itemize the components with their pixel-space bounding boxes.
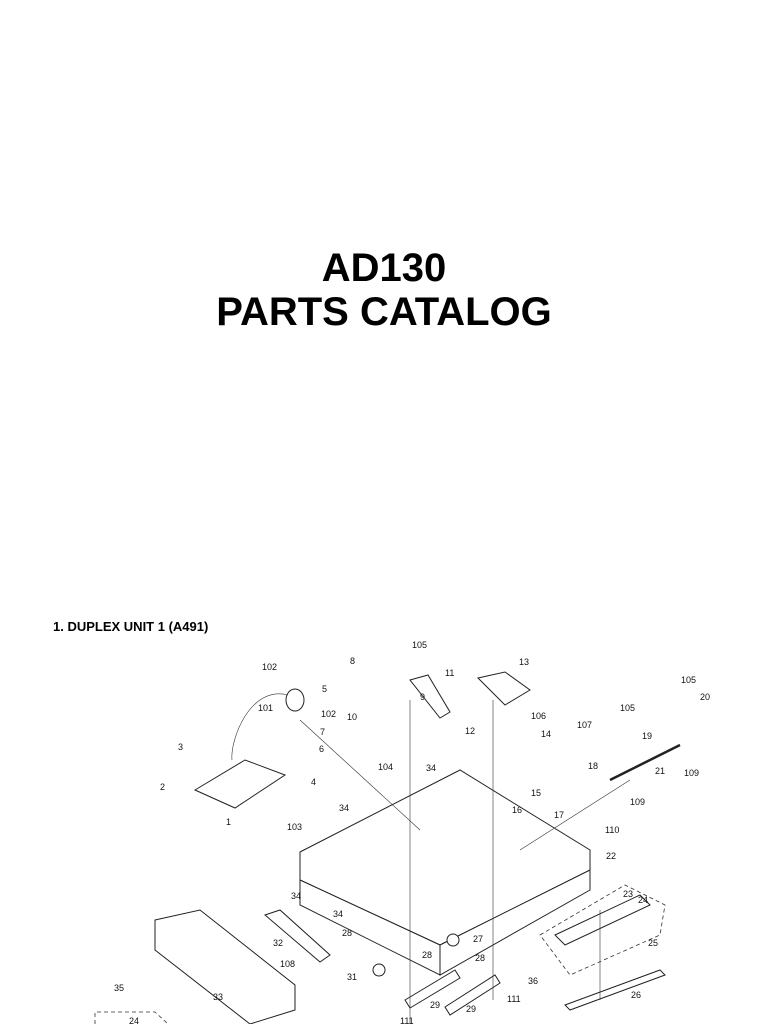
diagram-drawing bbox=[94, 671, 681, 1024]
callout-21: 21 bbox=[655, 766, 665, 776]
callout-16: 16 bbox=[512, 805, 522, 815]
callout-32: 32 bbox=[273, 938, 283, 948]
section-title: 1. DUPLEX UNIT 1 (A491) bbox=[53, 619, 209, 634]
callout-5: 5 bbox=[322, 684, 327, 694]
callout-108: 108 bbox=[280, 959, 295, 969]
callout-2: 2 bbox=[160, 782, 165, 792]
callout-28: 28 bbox=[422, 950, 432, 960]
callout-1: 1 bbox=[226, 817, 231, 827]
catalog-model-title: AD130 bbox=[321, 246, 447, 290]
callout-102: 102 bbox=[262, 662, 277, 672]
callout-34: 34 bbox=[339, 803, 349, 813]
callout-17: 17 bbox=[554, 810, 564, 820]
callout-28: 28 bbox=[342, 928, 352, 938]
callout-23: 23 bbox=[623, 889, 633, 899]
callout-24: 24 bbox=[638, 895, 648, 905]
callout-109: 109 bbox=[684, 768, 699, 778]
callout-24: 24 bbox=[129, 1016, 139, 1024]
callout-4: 4 bbox=[311, 777, 316, 787]
callout-34: 34 bbox=[333, 909, 343, 919]
callout-7: 7 bbox=[320, 727, 325, 737]
callout-28: 28 bbox=[475, 953, 485, 963]
callout-6: 6 bbox=[319, 744, 324, 754]
callout-14: 14 bbox=[541, 729, 551, 739]
callout-105: 105 bbox=[412, 640, 427, 650]
callout-13: 13 bbox=[519, 657, 529, 667]
callout-19: 19 bbox=[642, 731, 652, 741]
callout-105: 105 bbox=[681, 675, 696, 685]
callout-9: 9 bbox=[420, 692, 425, 702]
callout-101: 101 bbox=[258, 703, 273, 713]
callout-35: 35 bbox=[114, 983, 124, 993]
callout-105: 105 bbox=[620, 703, 635, 713]
callout-34: 34 bbox=[426, 763, 436, 773]
pcb-board bbox=[193, 759, 287, 809]
callout-103: 103 bbox=[287, 822, 302, 832]
callout-109: 109 bbox=[630, 797, 645, 807]
callout-110: 110 bbox=[605, 825, 619, 835]
callout-3: 3 bbox=[178, 742, 183, 752]
callout-10: 10 bbox=[347, 712, 357, 722]
callout-8: 8 bbox=[350, 656, 355, 666]
callout-106: 106 bbox=[531, 711, 546, 721]
callout-25: 25 bbox=[648, 938, 658, 948]
callout-29: 29 bbox=[430, 1000, 440, 1010]
callout-107: 107 bbox=[577, 720, 592, 730]
callout-31: 31 bbox=[347, 972, 357, 982]
callout-26: 26 bbox=[631, 990, 641, 1000]
callout-18: 18 bbox=[588, 761, 598, 771]
catalog-title: PARTS CATALOG bbox=[216, 290, 552, 334]
callout-20: 20 bbox=[700, 692, 710, 702]
front-cover bbox=[154, 909, 296, 1024]
callout-11: 11 bbox=[445, 668, 454, 678]
callout-33: 33 bbox=[213, 992, 223, 1002]
tray-front-side bbox=[439, 869, 591, 976]
callout-111: 111 bbox=[507, 994, 521, 1004]
callout-22: 22 bbox=[606, 851, 616, 861]
callout-102: 102 bbox=[321, 709, 336, 719]
callout-34: 34 bbox=[291, 891, 301, 901]
callout-36: 36 bbox=[528, 976, 538, 986]
callout-12: 12 bbox=[465, 726, 475, 736]
callout-15: 15 bbox=[531, 788, 541, 798]
callout-104: 104 bbox=[378, 762, 393, 772]
callout-27: 27 bbox=[473, 934, 483, 944]
callout-29: 29 bbox=[466, 1004, 476, 1014]
callout-111: 111 bbox=[400, 1016, 414, 1024]
